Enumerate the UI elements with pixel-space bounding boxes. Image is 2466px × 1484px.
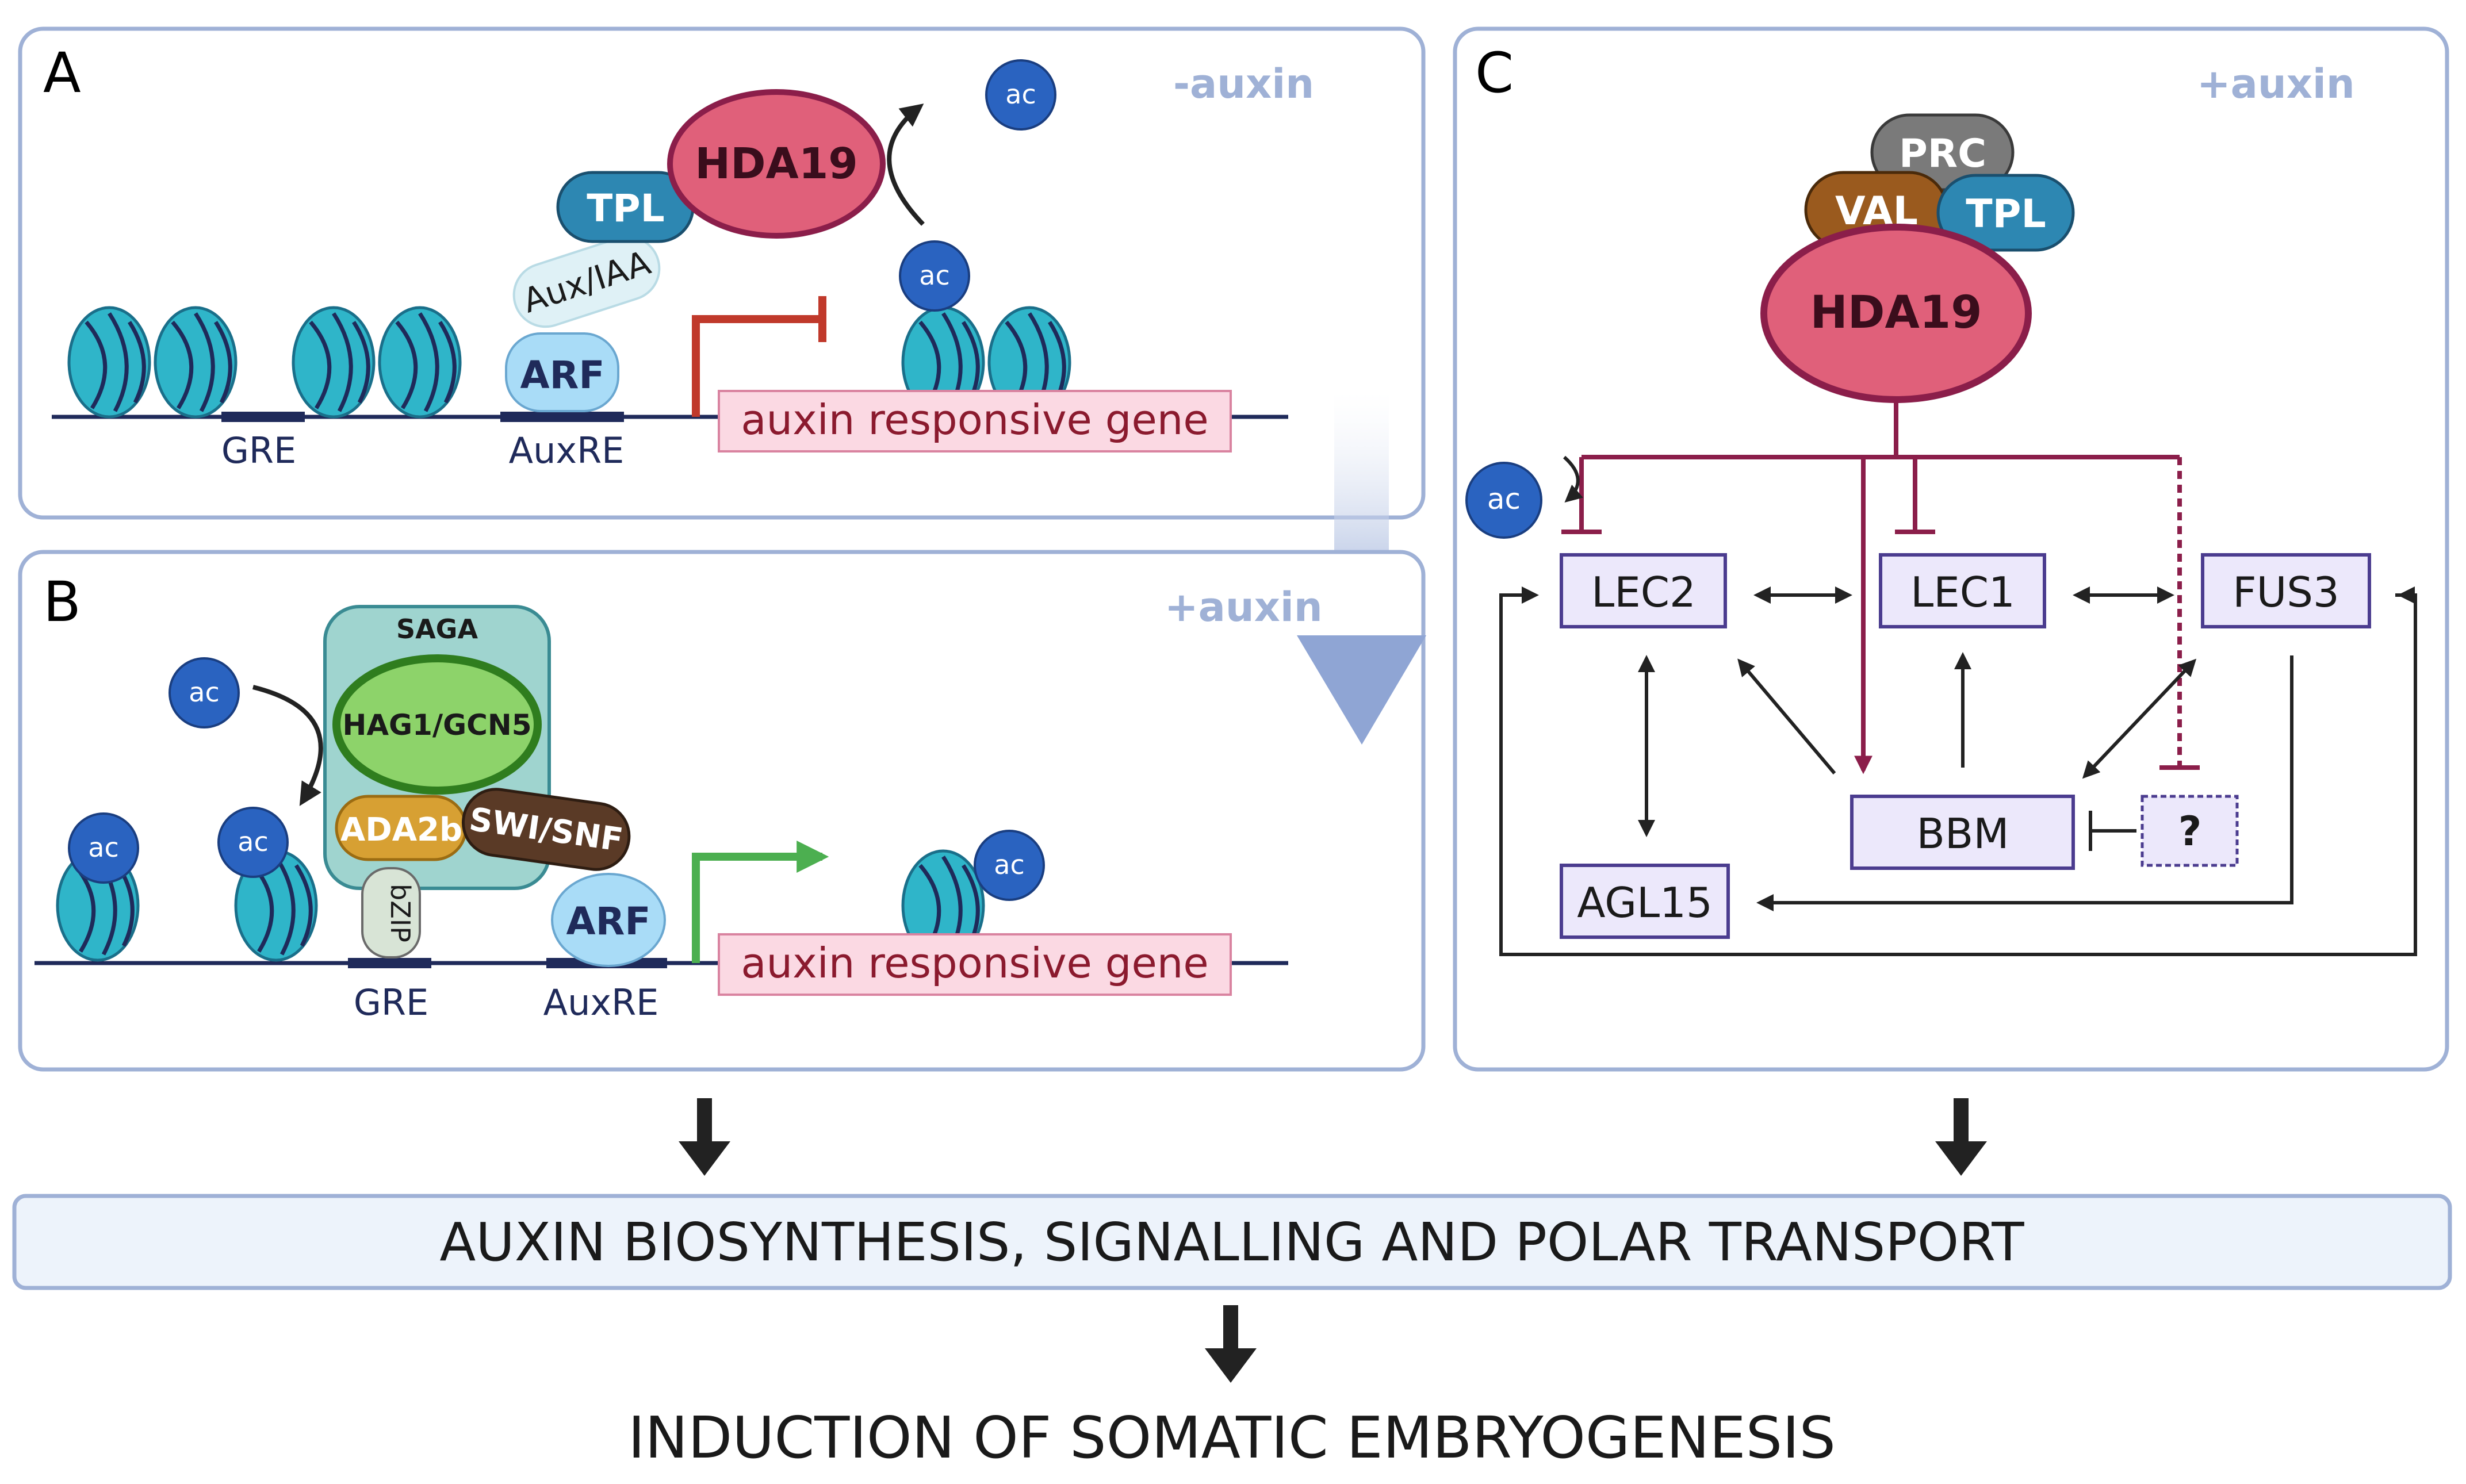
panel-a-letter: A xyxy=(43,41,81,105)
node-lec1-label: LEC1 xyxy=(1910,568,2015,616)
gre-label: GRE xyxy=(221,430,296,471)
ac-marker xyxy=(1465,462,1542,539)
hda19-label: HDA19 xyxy=(695,139,858,189)
ac-label: ac xyxy=(1005,79,1036,110)
arf-protein xyxy=(551,873,666,967)
auxre-label: AuxRE xyxy=(509,430,625,471)
gre-site xyxy=(221,412,305,422)
down-arrow-right-shaft xyxy=(1954,1098,1969,1147)
ac-marker xyxy=(974,830,1045,901)
node-lec2-label: LEC2 xyxy=(1591,568,1696,616)
auxre-label: AuxRE xyxy=(543,981,659,1023)
ac-label: ac xyxy=(1487,482,1521,516)
nucleosome xyxy=(293,308,374,417)
acetylation-arrow xyxy=(252,685,323,806)
nucleosome xyxy=(69,308,150,417)
prc-label: PRC xyxy=(1899,131,1986,177)
arf-label: ARF xyxy=(520,353,605,397)
ac-label: ac xyxy=(88,832,118,863)
node-bbm xyxy=(1850,795,2075,870)
auxre-site xyxy=(500,412,624,422)
tpl-protein xyxy=(1936,174,2075,252)
down-arrow-center-head xyxy=(1205,1348,1257,1383)
transition-arrow-head xyxy=(1297,635,1426,745)
swi-snf-complex xyxy=(461,788,631,871)
final-outcome-label: INDUCTION OF SOMATIC EMBRYOGENESIS xyxy=(628,1404,1836,1471)
gene-box xyxy=(718,390,1232,453)
node-lec2 xyxy=(1560,553,1727,628)
tpl-label: TPL xyxy=(1966,191,2046,237)
node-agl15-label: AGL15 xyxy=(1577,879,1713,927)
down-arrow-center-shaft xyxy=(1223,1305,1238,1354)
panel-c-condition: +auxin xyxy=(2197,60,2355,108)
deacetylation-arrow xyxy=(1563,455,1583,503)
saga-label: SAGA xyxy=(396,613,478,645)
down-arrow-right-head xyxy=(1935,1141,1987,1176)
ada2b-label: ADA2b xyxy=(340,811,462,849)
ac-label: ac xyxy=(189,677,219,708)
hag1-gcn5-label: HAG1/GCN5 xyxy=(342,708,531,742)
bzip-label: bZIP xyxy=(385,884,416,942)
ac-marker xyxy=(899,240,970,312)
node-fus3 xyxy=(2201,553,2371,628)
tpl-label: TPL xyxy=(587,186,664,231)
node-lec1 xyxy=(1879,553,2046,628)
node-fus3-label: FUS3 xyxy=(2233,568,2339,616)
ac-label: ac xyxy=(994,849,1024,880)
arf-label: ARF xyxy=(566,899,651,944)
outcome-bar-label: AUXIN BIOSYNTHESIS, SIGNALLING AND POLAR… xyxy=(439,1211,2024,1273)
node-agl15 xyxy=(1560,864,1730,939)
repression-tree xyxy=(1561,400,2200,774)
aux-iaa-protein xyxy=(512,235,661,328)
gene-label: auxin responsive gene xyxy=(741,939,1208,987)
outcome-bar xyxy=(12,1194,2452,1290)
hag1-gcn5-protein xyxy=(332,654,542,795)
arf-protein xyxy=(505,332,619,412)
gre-label: GRE xyxy=(354,981,428,1023)
ac-marker xyxy=(217,807,289,878)
ac-marker xyxy=(68,812,139,884)
nucleosome xyxy=(380,308,460,417)
node-unknown xyxy=(2140,795,2239,867)
panel-a-condition: -auxin xyxy=(1173,60,1314,108)
hda19-complex xyxy=(667,89,886,239)
nucleosome xyxy=(155,308,236,417)
hda19-label: HDA19 xyxy=(1810,287,1982,339)
activation-arrow xyxy=(692,841,829,963)
gene-label: auxin responsive gene xyxy=(741,396,1208,444)
node-unknown-label: ? xyxy=(2178,808,2202,855)
down-arrow-left-shaft xyxy=(697,1098,712,1147)
repression-arrow xyxy=(692,315,822,417)
down-arrow-left-head xyxy=(679,1141,730,1176)
panel-b-condition: +auxin xyxy=(1165,584,1323,631)
deacetylation-arrow xyxy=(887,103,925,226)
ac-marker xyxy=(985,59,1056,131)
panel-c-letter: C xyxy=(1475,41,1514,105)
bzip-protein xyxy=(361,867,421,958)
panel-b-letter: B xyxy=(43,570,81,634)
gre-site xyxy=(348,958,431,968)
ac-marker xyxy=(169,657,240,728)
node-bbm-label: BBM xyxy=(1917,810,2009,858)
ac-label: ac xyxy=(238,826,268,857)
ac-label: ac xyxy=(919,260,949,291)
gene-box xyxy=(718,933,1232,996)
